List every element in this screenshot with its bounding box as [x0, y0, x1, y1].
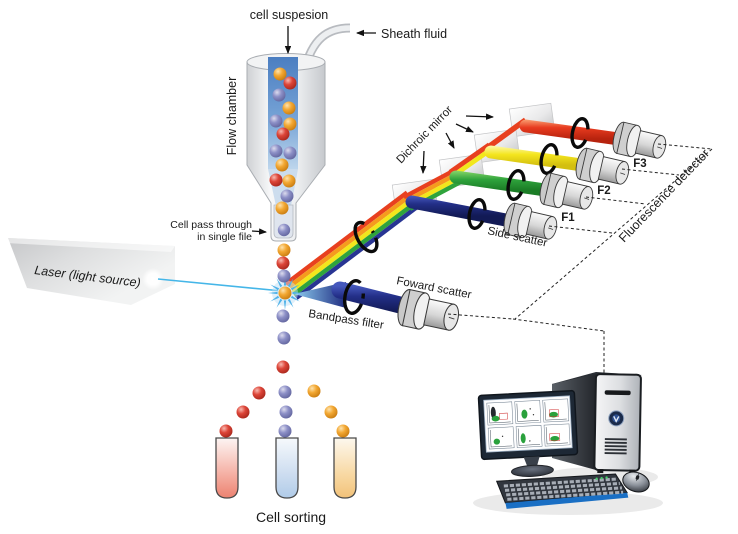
tube-blue	[275, 437, 299, 499]
f2-label: F2	[597, 185, 610, 197]
beam-side-scatter	[405, 195, 523, 229]
monitor	[477, 389, 579, 477]
f3-label: F3	[633, 158, 646, 170]
signal-connectors	[447, 143, 713, 378]
computer-workstation	[473, 372, 663, 515]
cell-pass-label-line1: Cell pass through	[170, 219, 252, 231]
laser-source: Laser (light source)	[6, 238, 175, 305]
beam-f3-red	[519, 119, 633, 147]
laser-interrogation-point	[268, 276, 302, 310]
f2-detector	[575, 147, 630, 185]
cell-sorting-label: Cell sorting	[256, 509, 326, 525]
cell-stream	[219, 243, 350, 438]
f1-label: F1	[561, 212, 575, 224]
laser-aperture-glow	[142, 268, 164, 290]
cytometry-plots	[486, 398, 571, 450]
dichroic-mirror-label: Dichroic mirror	[395, 104, 456, 166]
detectors	[397, 121, 667, 331]
drive-slot	[604, 390, 631, 396]
f3-detector	[612, 121, 667, 159]
flow-chamber-label: Flow chamber	[225, 77, 239, 156]
cells-in-chamber	[269, 67, 297, 237]
laser-beam	[157, 278, 283, 292]
cell-pass-label-line2: in single file	[197, 231, 252, 243]
cell-pass-arrow	[251, 228, 267, 235]
bandpass-filters	[342, 117, 590, 316]
dichroic-mirror-arrows	[420, 113, 494, 174]
mouse	[622, 471, 650, 493]
cell-sorting-tubes	[215, 437, 357, 499]
forward-scatter-detector	[397, 289, 460, 331]
sheath-fluid-label: Sheath fluid	[381, 27, 447, 41]
rainbow-beam	[284, 117, 528, 300]
beam-forward-scatter	[331, 281, 413, 315]
f1-detector	[539, 172, 594, 210]
tube-orange	[333, 437, 357, 499]
cell-suspension-label: cell suspesion	[250, 8, 329, 22]
side-scatter-detector	[503, 202, 558, 240]
tube-red	[215, 437, 239, 499]
flow-chamber	[246, 23, 351, 242]
beam-f1-green	[449, 170, 559, 198]
keyboard	[495, 473, 629, 509]
